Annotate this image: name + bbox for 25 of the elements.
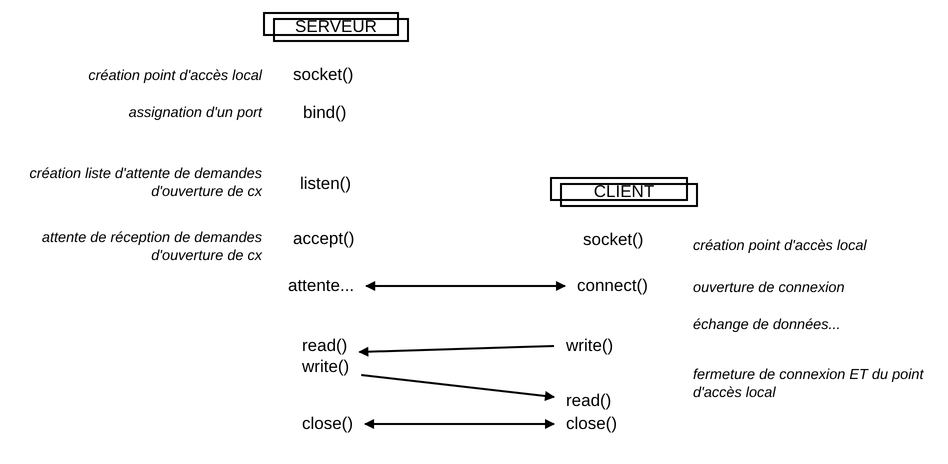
annotation-text: échange de données...: [693, 316, 841, 334]
annotation-text: fermeture de connexion ET du point d'accès local: [693, 366, 925, 402]
function-call: socket(): [293, 65, 354, 85]
function-call: close(): [302, 414, 354, 434]
function-call: socket(): [583, 230, 644, 250]
annotation-text: ouverture de connexion: [693, 279, 845, 297]
function-call: read(): [566, 391, 612, 411]
annotation-text: création point d'accès local: [693, 237, 867, 255]
function-call: read(): [302, 336, 348, 356]
function-call: close(): [566, 414, 618, 434]
annotation-text: assignation d'un port: [128, 104, 262, 122]
arrow: [358, 345, 554, 357]
arrow: [365, 281, 566, 291]
function-call: write(): [302, 357, 350, 377]
function-call: connect(): [577, 276, 648, 296]
function-call: attente...: [288, 276, 354, 296]
annotation-text: création liste d'attente de demandes d'ouverture de cx: [28, 165, 262, 201]
annotation-text: attente de réception de demandes d'ouverture de cx: [40, 229, 262, 265]
function-call: listen(): [300, 174, 352, 194]
annotation-text: création point d'accès local: [87, 67, 262, 85]
function-call: bind(): [303, 103, 346, 123]
function-call: write(): [566, 336, 614, 356]
function-call: accept(): [293, 229, 354, 249]
arrow: [361, 374, 555, 401]
arrow: [364, 419, 555, 429]
